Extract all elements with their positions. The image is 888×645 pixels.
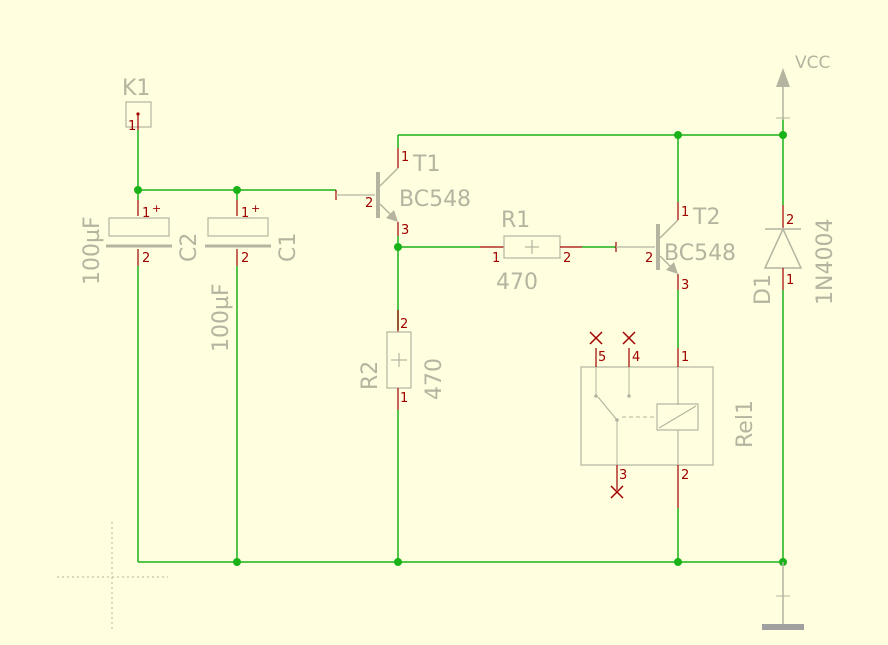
r2-value-label: 470 — [422, 358, 447, 400]
d1-pin-2: 2 — [786, 213, 794, 228]
r1-pin-1: 1 — [492, 251, 500, 266]
t2-ref-label: T2 — [692, 205, 720, 230]
r1-ref-label: R1 — [501, 208, 530, 233]
t2-pin-1: 1 — [681, 205, 689, 220]
k1-pin-1: 1 — [128, 119, 136, 134]
npn-transistor-icon — [615, 202, 679, 290]
junction — [674, 131, 682, 139]
k1-ref-label: K1 — [122, 76, 150, 101]
junction — [394, 558, 402, 566]
npn-transistor-icon — [335, 148, 399, 236]
ground-icon — [762, 562, 804, 630]
c1-value-label: 100µF — [209, 283, 234, 352]
junction — [394, 243, 402, 251]
c1-ref-label: C1 — [276, 233, 301, 262]
junctions — [134, 131, 787, 566]
junction — [233, 186, 241, 194]
rel1-pin-2: 2 — [681, 468, 689, 483]
junction — [779, 131, 787, 139]
t1-pin-3: 3 — [401, 223, 409, 238]
junction — [674, 558, 682, 566]
junction — [233, 558, 241, 566]
wires — [137, 118, 784, 563]
c1-capacitor[interactable]: 1 + 2 C1 100µF — [205, 200, 301, 352]
rel1-pin-1: 1 — [681, 350, 689, 365]
c2-capacitor[interactable]: 1 + 2 C2 100µF — [80, 200, 202, 285]
diode-icon — [763, 205, 803, 290]
polarized-capacitor-icon — [205, 200, 271, 266]
c2-value-label: 100µF — [80, 216, 105, 285]
rel1-pin-3: 3 — [619, 468, 627, 483]
c1-pin-1: 1 — [241, 206, 249, 221]
c1-pin-2: 2 — [241, 251, 249, 266]
c2-ref-label: C2 — [177, 233, 202, 262]
r2-pin-1: 1 — [400, 391, 408, 406]
t2-pin-2: 2 — [645, 251, 653, 266]
origin-crosshair-icon — [57, 522, 168, 632]
r2-ref-label: R2 — [358, 361, 383, 390]
t1-ref-label: T1 — [412, 152, 440, 177]
r2-resistor[interactable]: 2 1 R2 470 — [358, 310, 447, 410]
r2-pin-2: 2 — [400, 317, 408, 332]
rel1-pin-5: 5 — [598, 350, 606, 365]
k1-connector[interactable]: 1 K1 — [122, 76, 152, 134]
relay-icon — [580, 331, 714, 508]
t1-transistor[interactable]: 1 2 3 T1 BC548 — [335, 148, 471, 238]
vcc-arrow-icon — [776, 68, 790, 120]
t2-transistor[interactable]: 1 2 3 T2 BC548 — [615, 202, 736, 293]
r1-resistor[interactable]: 1 2 R1 470 — [480, 208, 582, 295]
t2-pin-3: 3 — [681, 278, 689, 293]
t1-value-label: BC548 — [399, 187, 471, 212]
polarized-capacitor-icon — [106, 200, 172, 266]
c2-pin-2: 2 — [142, 251, 150, 266]
t2-value-label: BC548 — [664, 241, 736, 266]
t1-pin-1: 1 — [401, 150, 409, 165]
resistor-icon — [386, 310, 412, 410]
vcc-label: VCC — [795, 53, 830, 73]
c1-plus-mark: + — [251, 202, 260, 215]
d1-diode[interactable]: 2 1 D1 1N4004 — [751, 205, 838, 305]
ground-symbol[interactable] — [762, 562, 804, 630]
rel1-pin-4: 4 — [632, 350, 640, 365]
rel1-ref-label: Rel1 — [733, 400, 758, 448]
junction — [134, 186, 142, 194]
c2-plus-mark: + — [152, 202, 161, 215]
resistor-icon — [480, 235, 582, 259]
r1-value-label: 470 — [496, 270, 538, 295]
r1-pin-2: 2 — [563, 251, 571, 266]
t1-pin-2: 2 — [365, 196, 373, 211]
rel1-relay[interactable]: 1 2 3 4 5 Rel1 — [580, 331, 758, 508]
vcc-supply[interactable]: VCC — [776, 53, 830, 120]
d1-ref-label: D1 — [751, 274, 776, 305]
d1-pin-1: 1 — [786, 273, 794, 288]
c2-pin-1: 1 — [142, 206, 150, 221]
d1-value-label: 1N4004 — [813, 219, 838, 305]
